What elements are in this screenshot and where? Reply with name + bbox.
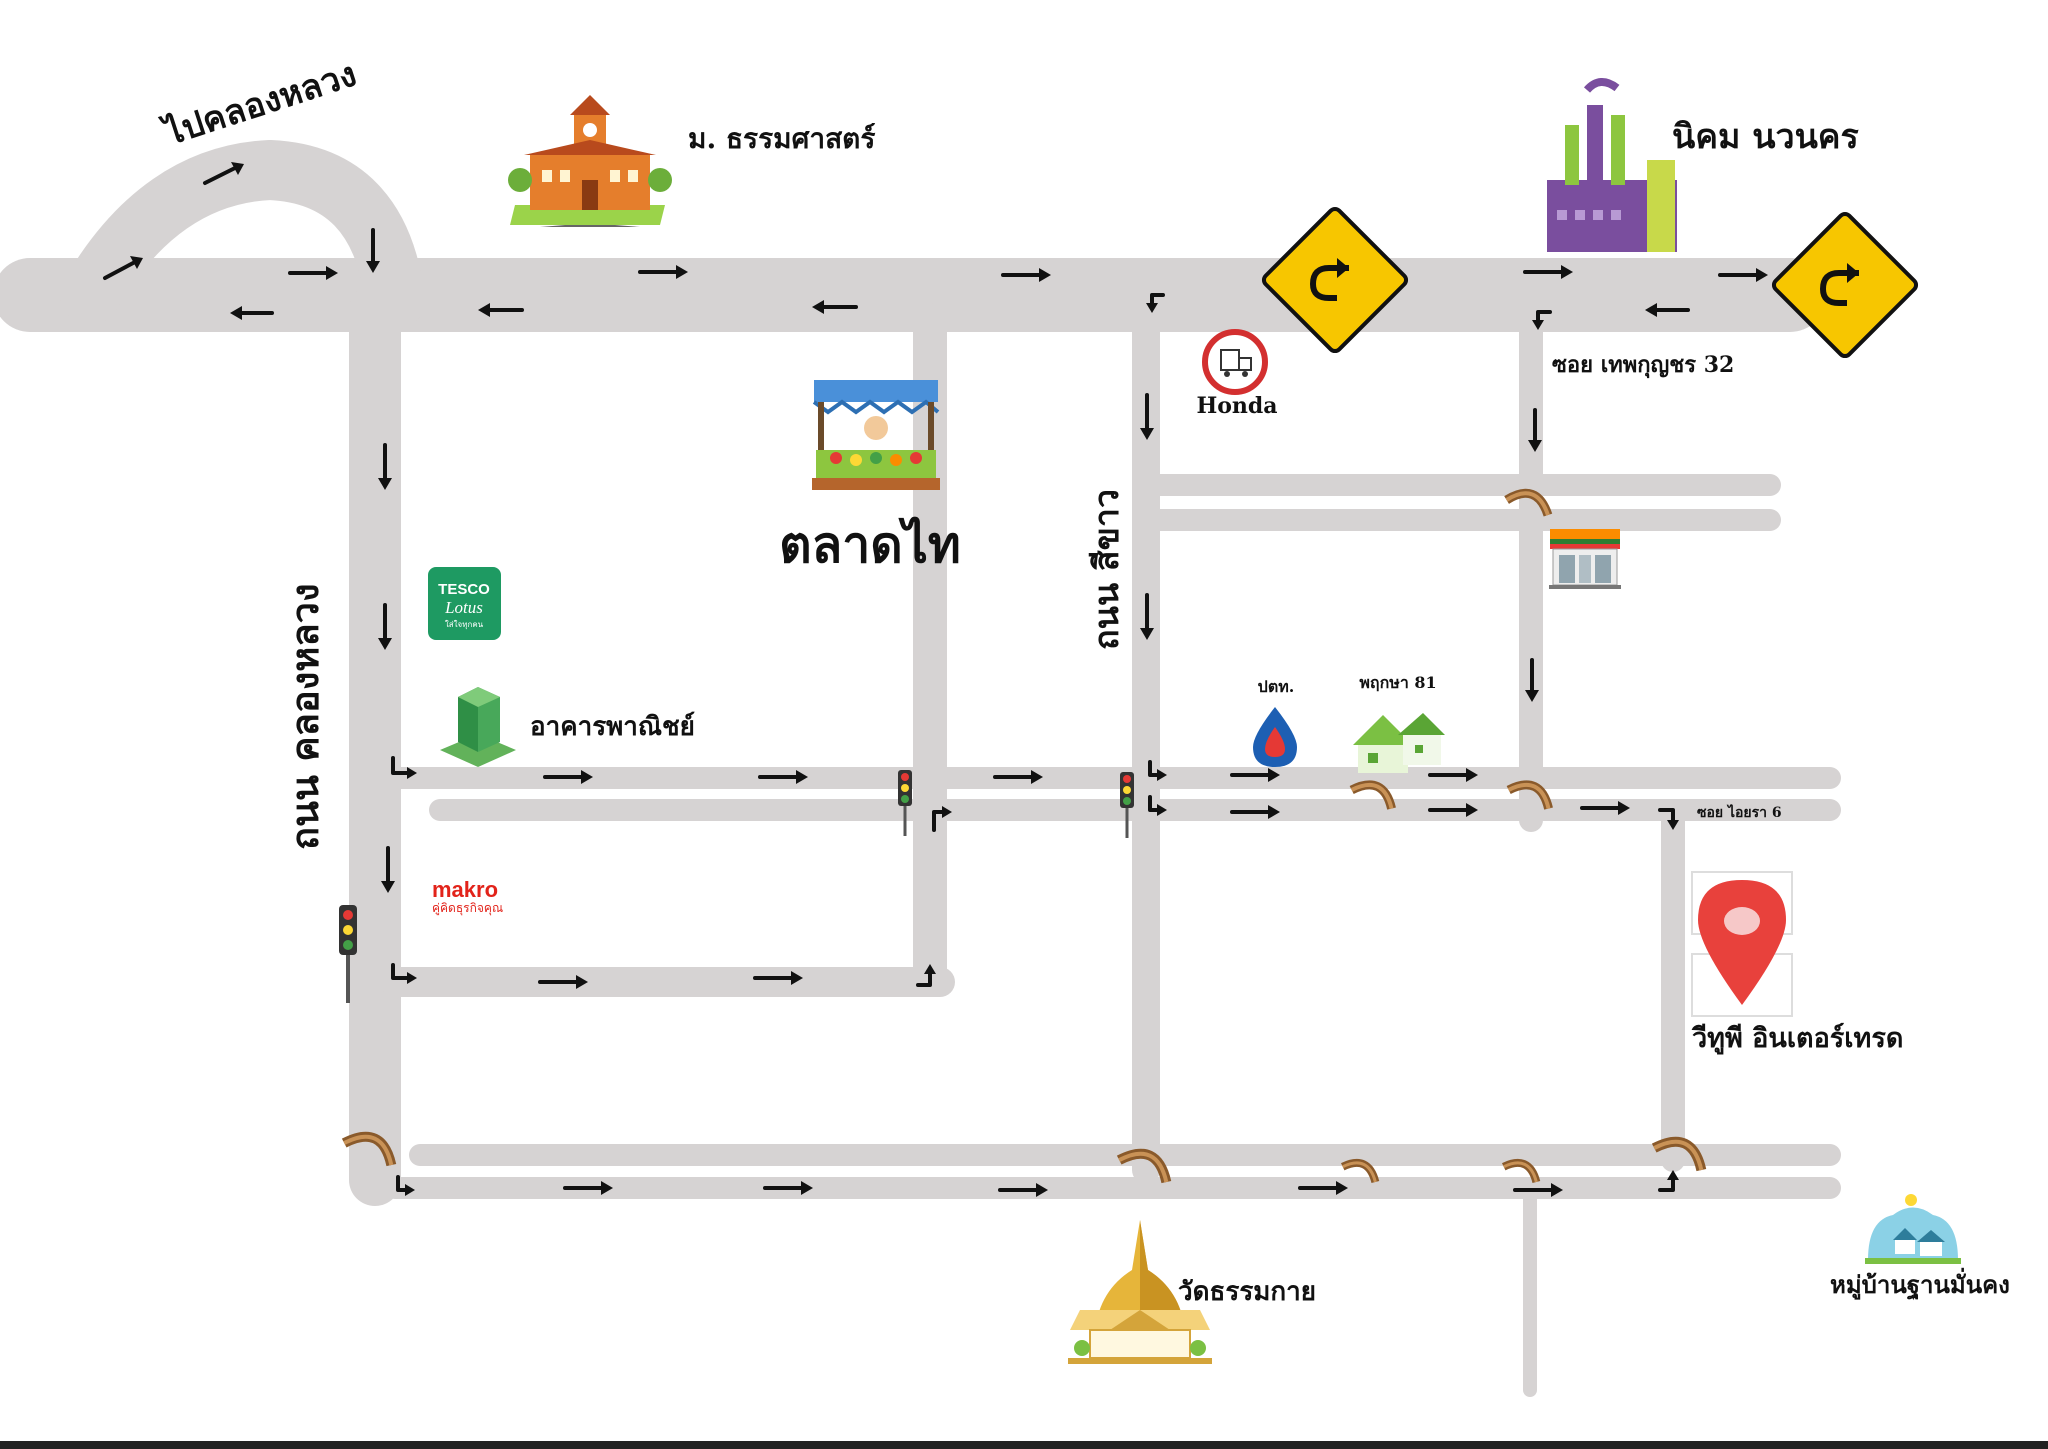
factory-icon	[1547, 78, 1677, 252]
ptt-label: ปตท.	[1258, 677, 1295, 696]
university-label: ม. ธรรมศาสตร์	[688, 122, 875, 155]
arrow-right	[763, 1181, 813, 1195]
arrow-right	[993, 770, 1043, 784]
arrow-right	[543, 770, 593, 784]
arrow-right	[638, 265, 688, 279]
turn-arrow	[1148, 760, 1167, 781]
soi-aiyara-label: ซอย ไอยรา 6	[1697, 803, 1782, 821]
arrow-down	[1140, 593, 1154, 640]
arrow-right	[1513, 1183, 1563, 1197]
traffic-arrows	[103, 162, 1768, 1197]
tesco-lotus-logo: TESCO Lotus ใส่ใจทุกคน	[428, 567, 501, 640]
arrow-down	[378, 603, 392, 650]
tesco-line2: Lotus	[444, 598, 483, 617]
arrow-right	[288, 266, 338, 280]
arrow-right	[998, 1183, 1048, 1197]
turn-arrow	[391, 963, 417, 984]
pruksa-label: พฤกษา 81	[1359, 673, 1436, 692]
loop-road	[60, 139, 425, 330]
arrow-left	[230, 306, 274, 320]
arrow-diagonal	[203, 162, 244, 185]
housing-icon	[1353, 713, 1445, 773]
u-turn-sign-icon	[1771, 211, 1919, 359]
traffic-light-icon	[1120, 772, 1134, 838]
turn-arrow	[396, 1175, 415, 1196]
arrow-down	[1528, 408, 1542, 452]
tesco-line3: ใส่ใจทุกคน	[445, 620, 484, 629]
tesco-line1: TESCO	[438, 581, 490, 598]
arrow-left	[1645, 303, 1690, 317]
wat-dhammakaya-label: วัดธรรมกาย	[1178, 1277, 1316, 1307]
destination-label: วีทูพี อินเตอร์เทรด	[1691, 1022, 1903, 1055]
turn-arrow	[1148, 795, 1167, 816]
arrow-down	[1525, 658, 1539, 702]
temple-icon	[1068, 1220, 1212, 1364]
arrow-right	[1718, 268, 1768, 282]
arrow-right	[1428, 768, 1478, 782]
commercial-building-icon	[440, 687, 516, 767]
industrial-estate-label: นิคม นวนคร	[1672, 117, 1860, 157]
convenience-store-icon	[1549, 529, 1621, 589]
arrow-right	[1298, 1181, 1348, 1195]
turn-arrow	[1658, 1170, 1679, 1192]
arrow-right	[1580, 801, 1630, 815]
turn-arrow	[391, 756, 417, 779]
arrow-right	[753, 971, 803, 985]
turn-arrow	[1532, 310, 1552, 330]
arrow-right	[1230, 768, 1280, 782]
arrow-right	[563, 1181, 613, 1195]
arrow-right	[1230, 805, 1280, 819]
university-icon	[508, 95, 672, 227]
makro-tagline: คู่คิดธุรกิจคุณ	[432, 901, 503, 916]
arrow-left	[478, 303, 524, 317]
talad-thai-label: ตลาดไท	[779, 515, 961, 574]
ptt-drop-icon	[1253, 707, 1297, 767]
turn-arrow	[932, 806, 952, 832]
map-pin-icon	[1698, 880, 1786, 1005]
soi-thepkunchon-label: ซอย เทพกุญชร 32	[1552, 352, 1734, 379]
bridge-icon	[341, 488, 1707, 1184]
to-khlong-luang-label: ไปคลองหลวง	[157, 53, 361, 154]
arrow-left	[812, 300, 858, 314]
turn-arrow	[1658, 808, 1679, 830]
arrow-right	[538, 975, 588, 989]
arrow-right	[1001, 268, 1051, 282]
traffic-light-icon	[898, 770, 912, 836]
no-truck-sign-icon	[1202, 329, 1268, 395]
arrow-down	[366, 228, 380, 273]
makro-logo-text: makro	[432, 877, 498, 902]
arrow-diagonal	[103, 256, 143, 280]
arrow-right	[1428, 803, 1478, 817]
honda-label: Honda	[1196, 393, 1277, 419]
arrow-right	[1523, 265, 1573, 279]
arrow-down	[1140, 393, 1154, 440]
arrow-down	[381, 846, 395, 893]
turn-arrow	[1146, 293, 1165, 313]
arrow-down	[378, 443, 392, 490]
destination-marker	[1691, 871, 1793, 1017]
commercial-building-label: อาคารพาณิชย์	[530, 711, 695, 742]
traffic-light-icon	[339, 905, 357, 1003]
village-label: หมู่บ้านฐานมั่นคง	[1830, 1267, 2010, 1301]
road-sikhao-label: ถนน สีขาว	[1087, 489, 1127, 650]
u-turn-sign-icon	[1261, 206, 1409, 354]
bottom-border	[0, 1441, 2048, 1449]
road-khlong-luang-label: ถนน คลองหลวง	[282, 583, 327, 850]
arrow-right	[758, 770, 808, 784]
market-stall-icon	[812, 380, 940, 490]
village-icon	[1865, 1194, 1961, 1264]
turn-arrow	[916, 964, 936, 987]
